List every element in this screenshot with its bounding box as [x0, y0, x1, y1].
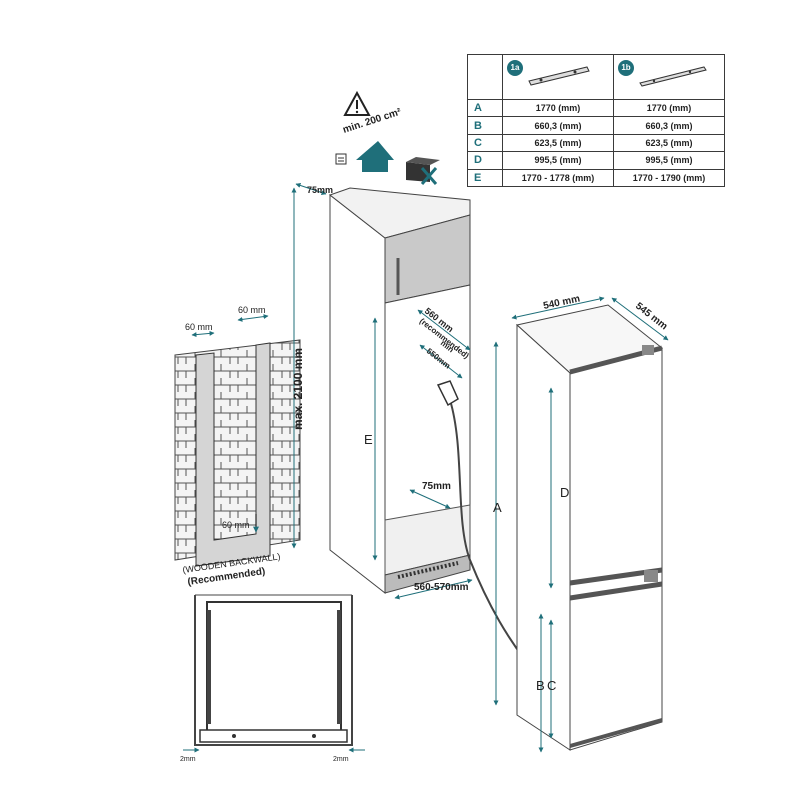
- dimension-a-label: A: [493, 500, 502, 515]
- ceiling-vent-icon: [335, 153, 347, 165]
- backwall-slot-bottom-label: 60 mm: [222, 520, 250, 530]
- spec-value-1b: 623,5 (mm): [613, 133, 725, 153]
- spec-row-e: E 1770 - 1778 (mm) 1770 - 1790 (mm): [467, 168, 725, 188]
- rear-gap-label: 75mm: [422, 481, 451, 492]
- bracket-1b-icon: [639, 66, 707, 87]
- spec-row-c: C 623,5 (mm) 623,5 (mm): [467, 133, 725, 153]
- wooden-backwall-illustration: [174, 314, 301, 567]
- dimension-e-label: E: [364, 432, 373, 447]
- front-gap-left-label: 2mm: [180, 756, 196, 763]
- front-view-illustration: [183, 594, 365, 753]
- spec-table-corner: [467, 54, 503, 100]
- fridge-width-label: 540 mm: [542, 293, 581, 312]
- max-height-label: max. 2100 mm: [291, 348, 305, 430]
- dimension-b-label: B: [536, 678, 545, 693]
- spec-value-1a: 623,5 (mm): [502, 133, 614, 153]
- spec-table-header: 1a 1b: [467, 54, 725, 100]
- bracket-1a-icon: [528, 66, 590, 86]
- spec-row-key: C: [467, 133, 503, 153]
- badge-1b: 1b: [618, 60, 634, 76]
- warning-triangle-icon: [343, 90, 371, 116]
- spec-value-1a: 660,3 (mm): [502, 116, 614, 135]
- spec-value-1b: 995,5 (mm): [613, 151, 725, 170]
- spec-value-1b: 1770 (mm): [613, 98, 725, 118]
- spec-row-key: A: [467, 98, 503, 118]
- front-gap-right-label: 2mm: [333, 756, 349, 763]
- spec-value-1a: 1770 (mm): [502, 98, 614, 118]
- fridge-illustration: [493, 296, 669, 753]
- spec-row-key: B: [467, 116, 503, 135]
- spec-value-1b: 660,3 (mm): [613, 116, 725, 135]
- cabinet-top-depth-label: 75mm: [307, 185, 333, 195]
- spec-row-d: D 995,5 (mm) 995,5 (mm): [467, 151, 725, 170]
- backwall-slot-left-label: 60 mm: [185, 322, 213, 332]
- dimension-c-label: C: [547, 678, 556, 693]
- spec-column-1b: 1b: [613, 54, 725, 100]
- spec-row-key: E: [467, 168, 503, 188]
- spec-column-1a: 1a: [502, 54, 614, 100]
- spec-value-1a: 995,5 (mm): [502, 151, 614, 170]
- cabinet-illustration: [291, 183, 526, 661]
- niche-width-label: 560-570mm: [414, 582, 469, 593]
- airflow-arrow-icon: [356, 141, 394, 172]
- dimension-d-label: D: [560, 485, 569, 500]
- badge-1a: 1a: [507, 60, 523, 76]
- spec-row-a: A 1770 (mm) 1770 (mm): [467, 98, 725, 118]
- spec-value-1a: 1770 - 1778 (mm): [502, 168, 614, 188]
- spec-row-key: D: [467, 151, 503, 170]
- blocked-vent-icon: [406, 157, 440, 185]
- backwall-slot-right-label: 60 mm: [238, 305, 266, 315]
- spec-value-1b: 1770 - 1790 (mm): [613, 168, 725, 188]
- spec-row-b: B 660,3 (mm) 660,3 (mm): [467, 116, 725, 135]
- dimension-spec-table: 1a 1b A 1770 (mm): [467, 54, 725, 188]
